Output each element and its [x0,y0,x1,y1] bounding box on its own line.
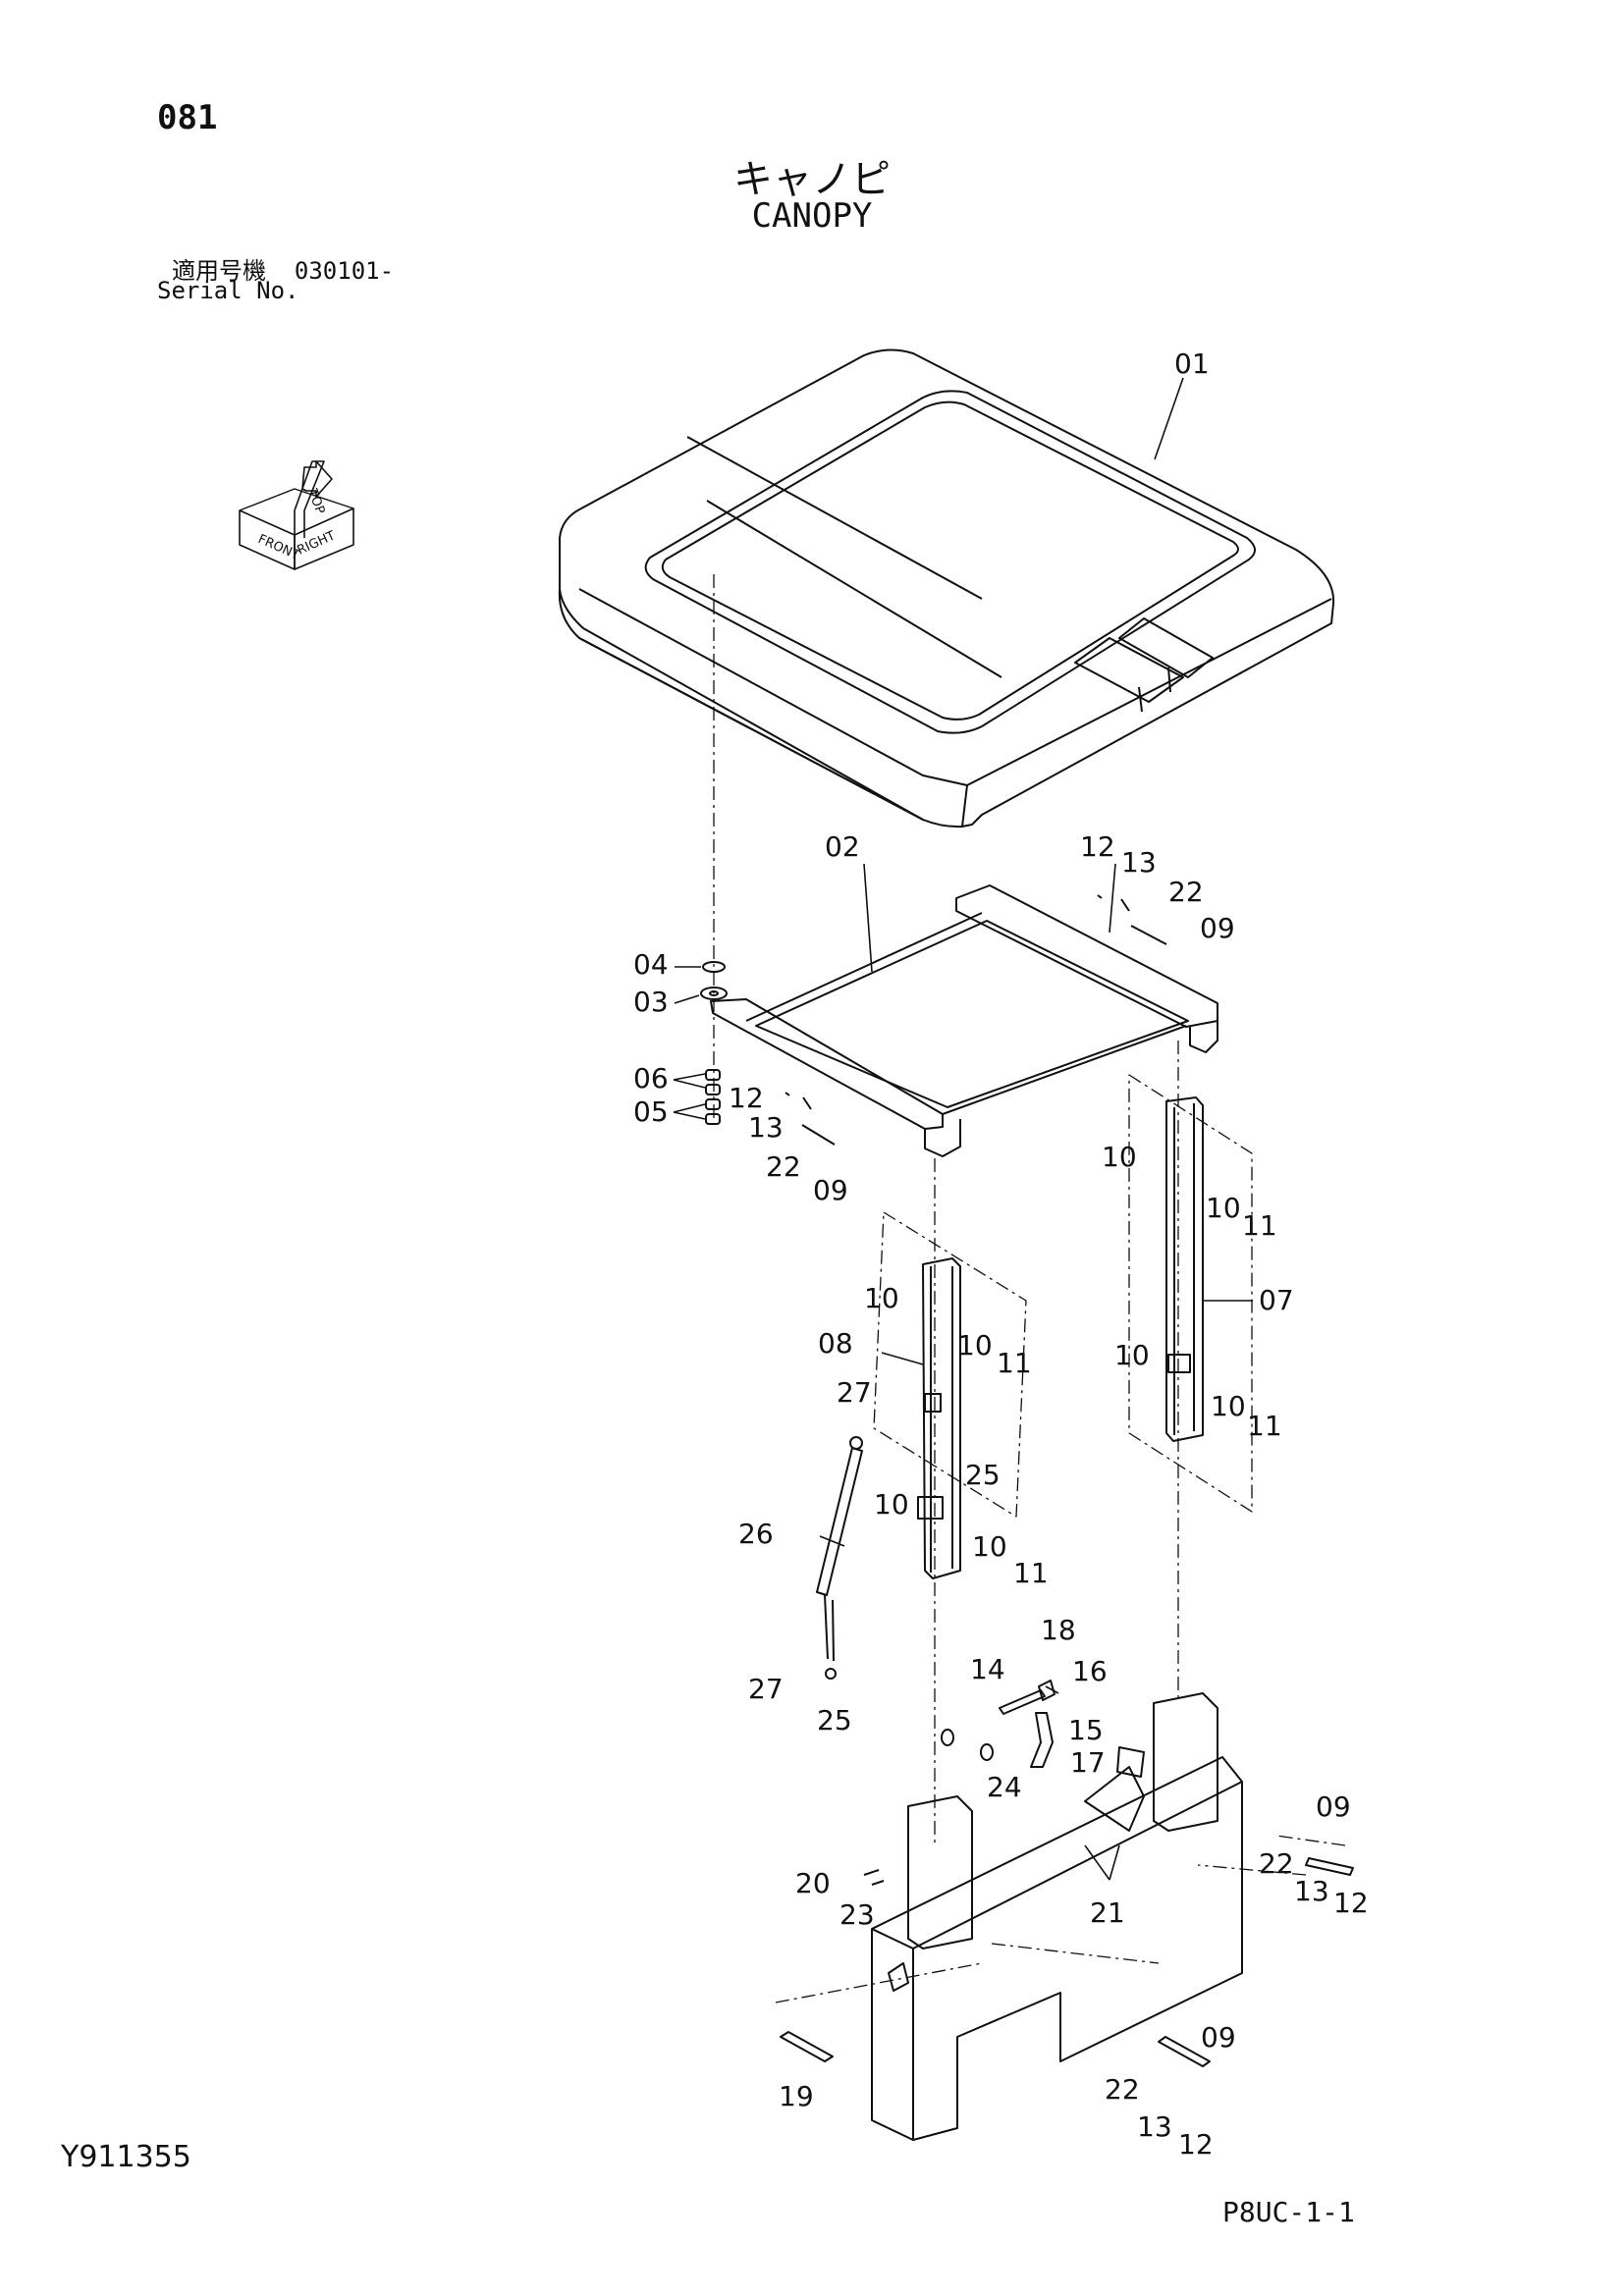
callout-01: 01 [1174,347,1210,380]
callout-10-d: 10 [957,1329,993,1362]
callout-10-h: 10 [972,1530,1007,1563]
callout-13-b: 13 [748,1111,784,1144]
callout-02: 02 [825,830,860,863]
callout-22-b: 22 [766,1150,801,1183]
callout-27-b: 27 [748,1673,784,1705]
callout-10-c: 10 [864,1282,899,1314]
callout-21: 21 [1090,1896,1125,1929]
callout-26: 26 [738,1518,774,1550]
callout-09-top-right: 09 [1200,912,1235,944]
callout-10-b: 10 [1206,1192,1241,1224]
callout-09-top-left: 09 [813,1174,848,1206]
callout-22-a: 22 [1168,876,1204,908]
callout-24: 24 [987,1771,1022,1803]
callout-09-right: 09 [1316,1790,1351,1823]
page-title-japanese: キャノピ [733,157,891,202]
sheet-code: P8UC-1-1 [1222,2196,1355,2228]
callout-16: 16 [1072,1655,1108,1687]
gas-spring [816,1436,863,1680]
callout-17: 17 [1070,1746,1106,1779]
callout-13-c: 13 [1294,1875,1329,1907]
callout-12-d: 12 [1178,2128,1214,2161]
callout-leaders [673,377,1253,1881]
callout-11-c: 11 [1247,1410,1282,1442]
callout-10-a: 10 [1102,1141,1137,1173]
callout-23: 23 [839,1898,875,1931]
support-posts [917,1096,1204,1579]
callout-11-a: 11 [1242,1209,1277,1242]
callout-05: 05 [633,1095,669,1128]
callout-27-a: 27 [837,1376,872,1409]
callout-12-c: 12 [1333,1887,1369,1919]
callout-25-a: 25 [965,1459,1001,1491]
callout-11-d: 11 [1013,1557,1049,1589]
canopy-frame [710,884,1218,1157]
serial-label-japanese: 適用号機 030101- [172,251,394,286]
drawing-number: Y911355 [61,2140,191,2174]
callout-13-a: 13 [1121,846,1157,879]
callout-10-f: 10 [1211,1390,1246,1422]
leader-lines [713,574,1346,2003]
base-stand [871,1692,1243,2141]
callout-07: 07 [1259,1284,1294,1316]
serial-value: 030101- [294,257,395,285]
callout-12-b: 12 [729,1082,764,1114]
callout-10-g: 10 [874,1488,909,1521]
callout-12-a: 12 [1080,830,1115,863]
callout-03: 03 [633,986,669,1018]
serial-label: Serial No. [157,277,299,304]
callout-15: 15 [1068,1714,1104,1746]
callout-18: 18 [1041,1614,1076,1646]
callout-06: 06 [633,1062,669,1095]
callout-25-b: 25 [817,1704,852,1736]
callout-08: 08 [818,1327,853,1360]
callout-11-b: 11 [997,1347,1032,1379]
callout-22-d: 22 [1105,2073,1140,2106]
canopy-roof [558,348,1335,828]
callout-19: 19 [779,2080,814,2112]
callout-09-bottom: 09 [1201,2021,1236,2054]
lower-hardware [780,1680,1354,2067]
orientation-indicator: FRONT RIGHT TOP [239,460,354,570]
callout-13-d: 13 [1137,2110,1172,2143]
page-title: CANOPY [751,196,873,236]
callout-14: 14 [970,1653,1005,1685]
serial-label-jp-text: 適用号機 [172,257,266,285]
callout-04: 04 [633,948,669,981]
callout-20: 20 [795,1867,831,1899]
callout-22-c: 22 [1259,1847,1294,1880]
page-number: 081 [157,98,218,137]
callout-10-e: 10 [1114,1339,1150,1371]
